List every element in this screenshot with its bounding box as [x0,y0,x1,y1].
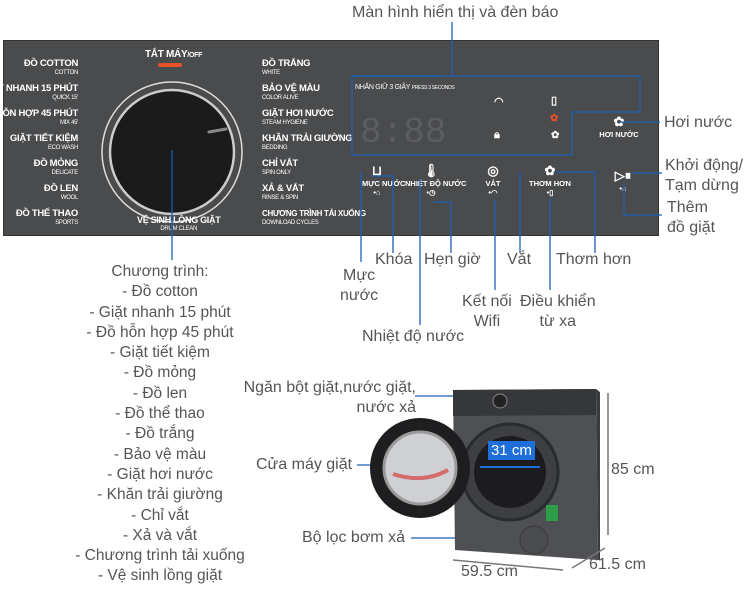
wifi-icon: •◠ [488,188,498,197]
water-level-label: MỰC NƯỚC [362,179,406,188]
program-item: - Đồ mỏng [123,364,197,382]
program-item: - Giặt nhanh 15 phút [89,303,231,321]
knob-pointer [207,127,228,134]
thermometer-icon: 🌡︎ [422,163,440,178]
annotation-door: Cửa máy giặt [256,456,353,473]
program-list-heading: Chương trình: [111,263,209,280]
water-temp-button[interactable]: 🌡︎NHIỆT ĐỘ NƯỚC•◷ [405,163,466,197]
add-laundry-icon: •⌂ [619,184,627,193]
water-level-button[interactable]: ⊔MỰC NƯỚC•⌂ [362,163,405,197]
start-pause-button[interactable]: ▷⏸︎•⌂ [610,168,636,193]
program-item: - Đồ thể thao [115,405,205,423]
program-item: - Đồ trắng [125,425,195,443]
play-pause-icon: ▷⏸︎ [614,168,632,183]
energy-label [546,505,558,521]
height-label: 85 cm [611,461,655,478]
fragrance-indicator-icon: ✿ [551,130,560,141]
fragrance-button[interactable]: ✿THƠM HƠN•▯ [527,163,573,197]
program-item: - Chương trình tải xuống [75,547,245,565]
remote-indicator-icon: ▯ [551,95,557,107]
program-item: - Khăn trải giường [97,486,223,504]
pump-filter [519,525,549,555]
annotation-lock: Khóa [375,251,413,268]
annotation-fragrance: Thơm hơn [556,251,632,268]
width-label: 59.5 cm [461,563,518,580]
spin-label: VẮT [485,179,501,188]
flower-icon: ✿ [544,163,556,178]
off-label: TẮT MÁY/OFF [145,49,203,60]
wifi-indicator-icon: ◠ [494,96,504,108]
program-item: - Vệ sinh lồng giặt [97,567,223,585]
depth-arrow [571,547,606,569]
water-level-icon: ⊔ [371,163,383,178]
remote-icon: •▯ [546,188,554,197]
off-indicator [158,63,182,67]
lock-indicator-icon: 🔒︎ [494,129,500,141]
annotation-detergent: Ngăn bột giặt,nước giặt,nước xả [243,379,416,416]
annotation-steam: Hơi nước [664,114,733,131]
spin-icon: ◎ [487,163,499,178]
door-glass [382,430,458,506]
water-temp-label: NHIỆT ĐỘ NƯỚC [405,179,467,188]
display-title: Màn hình hiển thị và đèn báo [352,4,559,21]
steam-button[interactable]: ✿HƠI NƯỚC [597,114,641,139]
spin-button[interactable]: ◎VẮT•◠ [481,163,505,197]
steam-label: HƠI NƯỚC [599,130,639,139]
annotation-water-temp: Nhiệt độ nước [362,328,465,345]
program-item: - Đồ len [132,384,188,402]
press-hold-label: NHẤN GIỮ 3 GIÂY PRESS 3 SECONDS [355,84,455,91]
annotation-filter: Bộ lọc bơm xả [302,529,405,546]
annotation-start-pause: Khởi động/Tạm dừng [665,157,744,194]
program-item: - Bảo vệ màu [113,445,207,463]
annotation-spin: Vắt [507,251,532,268]
machine-top-panel [453,389,596,416]
steam-icon: ✿ [613,114,625,129]
timer-icon: •◷ [426,188,436,197]
program-item: - Đồ hỗn hợp 45 phút [86,323,234,341]
lock-icon: •⌂ [373,188,381,197]
seven-segment-display: 8:88 [360,112,446,153]
program-item: - Xả và vắt [122,526,198,544]
program-item: - Giặt tiết kiệm [110,344,210,362]
program-list: Chương trình: - Đồ cotton - Giặt nhanh 1… [60,262,260,587]
program-item: - Đồ cotton [122,283,198,301]
annotation-timer: Hẹn giờ [424,251,481,268]
program-item: - Chỉ vắt [131,506,189,524]
program-item: - Giặt hơi nước [107,465,213,483]
steam-indicator-icon: ✿ [550,113,559,124]
drum-diameter-label: 31 cm [488,441,535,460]
depth-label: 61.5 cm [589,556,646,573]
width-arrow [452,559,564,571]
fragrance-label: THƠM HƠN [529,179,571,188]
